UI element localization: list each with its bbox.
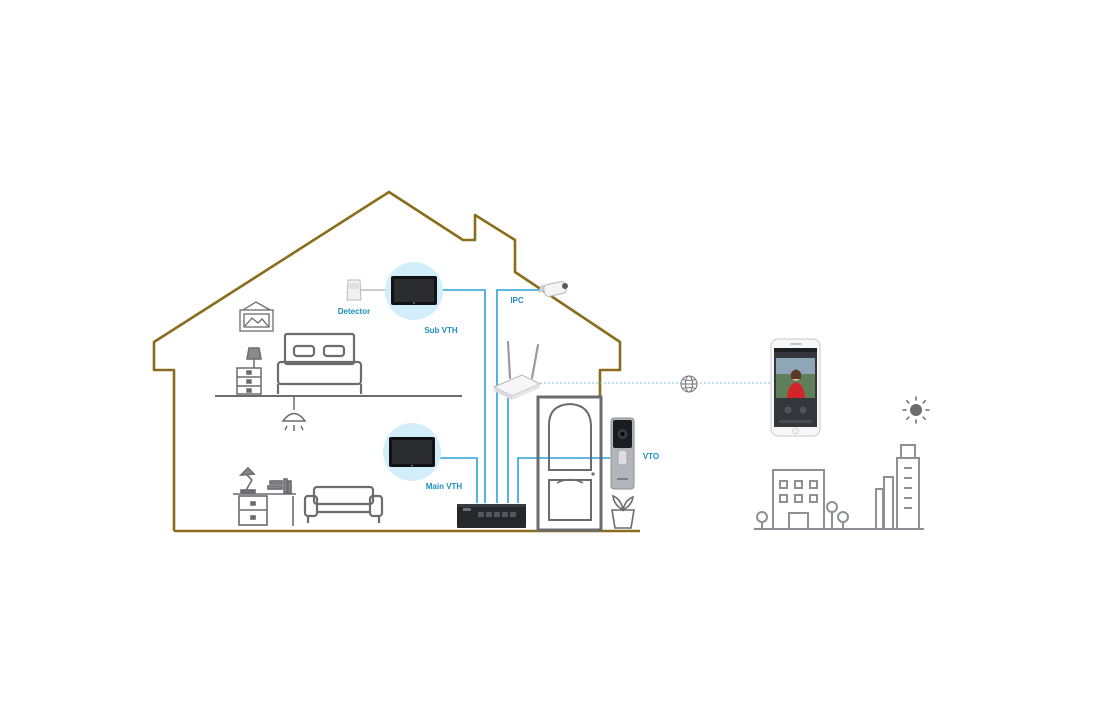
city-buildings-icon [754,445,924,529]
sub-vth-monitor-icon [385,262,443,320]
plant-pot-icon [612,496,634,528]
sun-icon [903,397,929,423]
ipc-bullet-camera-icon [538,281,568,297]
sofa-icon [305,487,382,523]
detector-label: Detector [338,307,370,316]
nightstand-lamp-icon [237,348,261,394]
vto-label: VTO [643,452,659,461]
ipc-label: IPC [510,296,524,305]
wifi-router-icon [494,342,540,400]
bed-icon [278,334,361,394]
network-switch-icon [457,504,526,528]
sub-vth-label: Sub VTH [424,326,458,335]
desk-icon [233,468,296,526]
globe-icon [681,376,697,392]
main-vth-monitor-icon [383,423,441,481]
smartphone-icon [771,339,820,436]
door-icon [538,397,601,530]
main-vth-label: Main VTH [426,482,463,491]
wall-picture-icon [240,302,273,331]
vto-door-station-icon [611,418,634,489]
ceiling-lamp-icon [283,397,305,431]
detector-icon [347,280,361,300]
